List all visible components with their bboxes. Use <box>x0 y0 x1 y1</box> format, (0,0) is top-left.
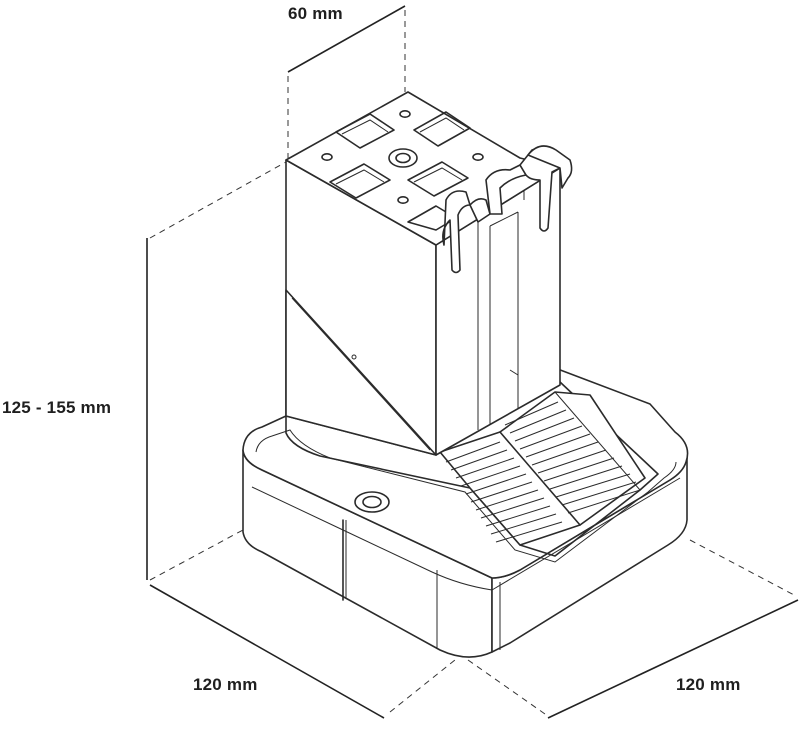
base-groove-left <box>251 486 493 591</box>
dim-label-top-width: 60 mm <box>288 4 343 23</box>
dim-label-base-left: 120 mm <box>193 675 258 694</box>
dim-label-height: 125 - 155 mm <box>2 398 112 417</box>
dim-left-line <box>149 584 385 719</box>
clip-right-tab <box>527 145 573 189</box>
center-hole-inner <box>395 152 411 164</box>
socket-2 <box>413 111 471 147</box>
channel-notch <box>509 369 519 376</box>
dim-right-ext-left <box>467 659 546 715</box>
dim-height-ext-top <box>149 161 287 239</box>
column-shaft <box>285 91 561 456</box>
pedestal-base <box>242 367 689 658</box>
dim-left-ext <box>389 659 456 713</box>
center-hole-outer <box>388 148 418 168</box>
dim-label-base-right: 120 mm <box>676 675 741 694</box>
gusset-dot <box>351 354 357 360</box>
step-platform <box>439 391 646 546</box>
ridge-divider <box>499 431 581 526</box>
dim-height-ext-bottom <box>149 529 244 581</box>
dim-right-line <box>547 599 799 719</box>
gusset-edge <box>291 297 431 451</box>
socket-3 <box>329 163 391 199</box>
socket-4 <box>407 161 469 197</box>
channel-top <box>489 211 519 227</box>
base-hole-inner <box>362 495 382 509</box>
socket-1 <box>335 113 395 149</box>
ridge-edge-right <box>554 391 641 491</box>
right-ridges <box>504 401 641 514</box>
screw-hole-3 <box>472 153 484 162</box>
dimension-lines <box>146 5 799 719</box>
clip-arms <box>442 145 573 274</box>
base-groove-right <box>491 477 681 591</box>
gusset-left <box>285 289 437 456</box>
clip-left <box>442 190 471 274</box>
dim-right-ext-right <box>689 539 797 597</box>
top-holes <box>321 110 484 231</box>
screw-hole-4 <box>397 196 409 205</box>
dim-top-line <box>287 5 406 73</box>
screw-hole-1 <box>399 110 411 119</box>
left-ridges <box>445 441 563 543</box>
base-inner-rim <box>255 429 677 563</box>
base-hole-outer <box>354 491 390 513</box>
screw-hole-2 <box>321 153 333 162</box>
base-top-rim <box>242 367 689 579</box>
